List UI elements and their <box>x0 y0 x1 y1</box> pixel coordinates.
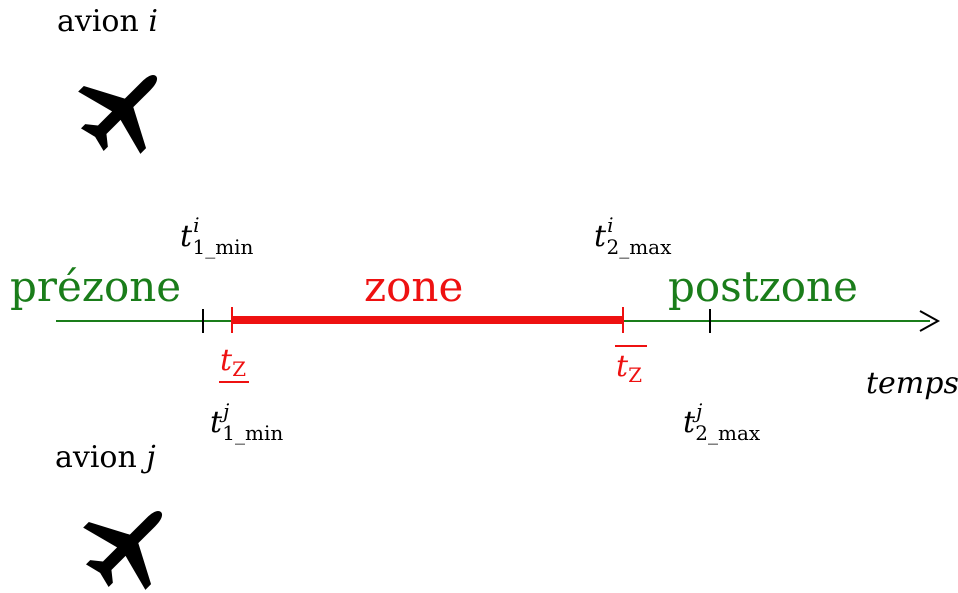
axis-arrowhead <box>919 310 941 332</box>
plane-i-text: avion <box>57 4 139 39</box>
tz-lower-label: tZ <box>220 343 246 380</box>
t2-max-i-label: ti2_max <box>594 215 671 257</box>
prezone-label: prézone <box>10 262 182 311</box>
tz-lower-sub: Z <box>232 357 246 381</box>
plane-j-text: avion <box>55 440 137 475</box>
tz-upper-label: tZ <box>616 349 642 386</box>
t2-max-j-label: tj2_max <box>683 401 760 443</box>
t2-max-i-sub: 2_max <box>606 235 672 259</box>
t1-min-i-label: ti1_min <box>180 215 253 257</box>
airplane-icon <box>83 510 163 590</box>
t1-min-i-sub: 1_min <box>192 235 254 259</box>
t1-min-j-sub: 1_min <box>222 421 284 445</box>
t1-min-j-sup: j <box>223 399 230 423</box>
t2-max-j-base: t <box>683 405 696 440</box>
t1-min-i-sup: i <box>193 213 200 237</box>
airplane-icon <box>78 74 158 154</box>
t2-max-i-sup: i <box>607 213 614 237</box>
t2-max-j-sub: 2_max <box>695 421 761 445</box>
plane-i-var: i <box>148 4 158 39</box>
axis-label-temps: temps <box>866 366 958 401</box>
t1-min-j-label: tj1_min <box>210 401 283 443</box>
plane-j-var: j <box>146 440 156 475</box>
t1-min-j-base: t <box>210 405 223 440</box>
tz-upper-base: t <box>616 349 629 384</box>
postzone-label: postzone <box>668 262 858 311</box>
zone-label: zone <box>364 262 464 311</box>
plane-i-label: avion i <box>57 4 158 39</box>
t2-max-i-base: t <box>594 219 607 254</box>
tz-lower-base: t <box>220 343 233 378</box>
plane-j-label: avion j <box>55 440 156 475</box>
tz-upper-sub: Z <box>628 363 642 387</box>
t2-max-j-sup: j <box>696 399 703 423</box>
t1-min-i-base: t <box>180 219 193 254</box>
